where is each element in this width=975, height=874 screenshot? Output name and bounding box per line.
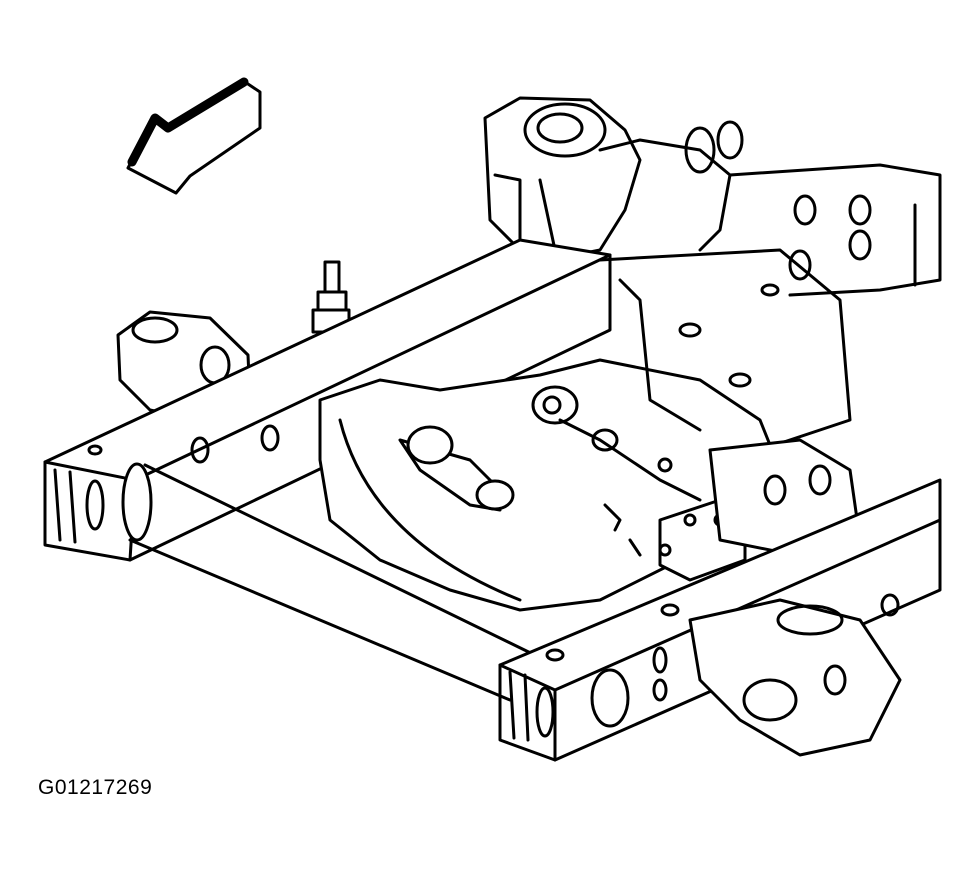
hose-link bbox=[398, 385, 702, 512]
lower-frame-rail bbox=[498, 478, 942, 762]
cross-tube bbox=[121, 462, 547, 702]
right-frame-wall bbox=[728, 163, 942, 297]
figure-id-label: G01217269 bbox=[38, 776, 153, 799]
upper-mount-bracket bbox=[483, 96, 744, 260]
lower-right-mount bbox=[688, 593, 902, 757]
direction-arrow-icon bbox=[126, 77, 262, 195]
